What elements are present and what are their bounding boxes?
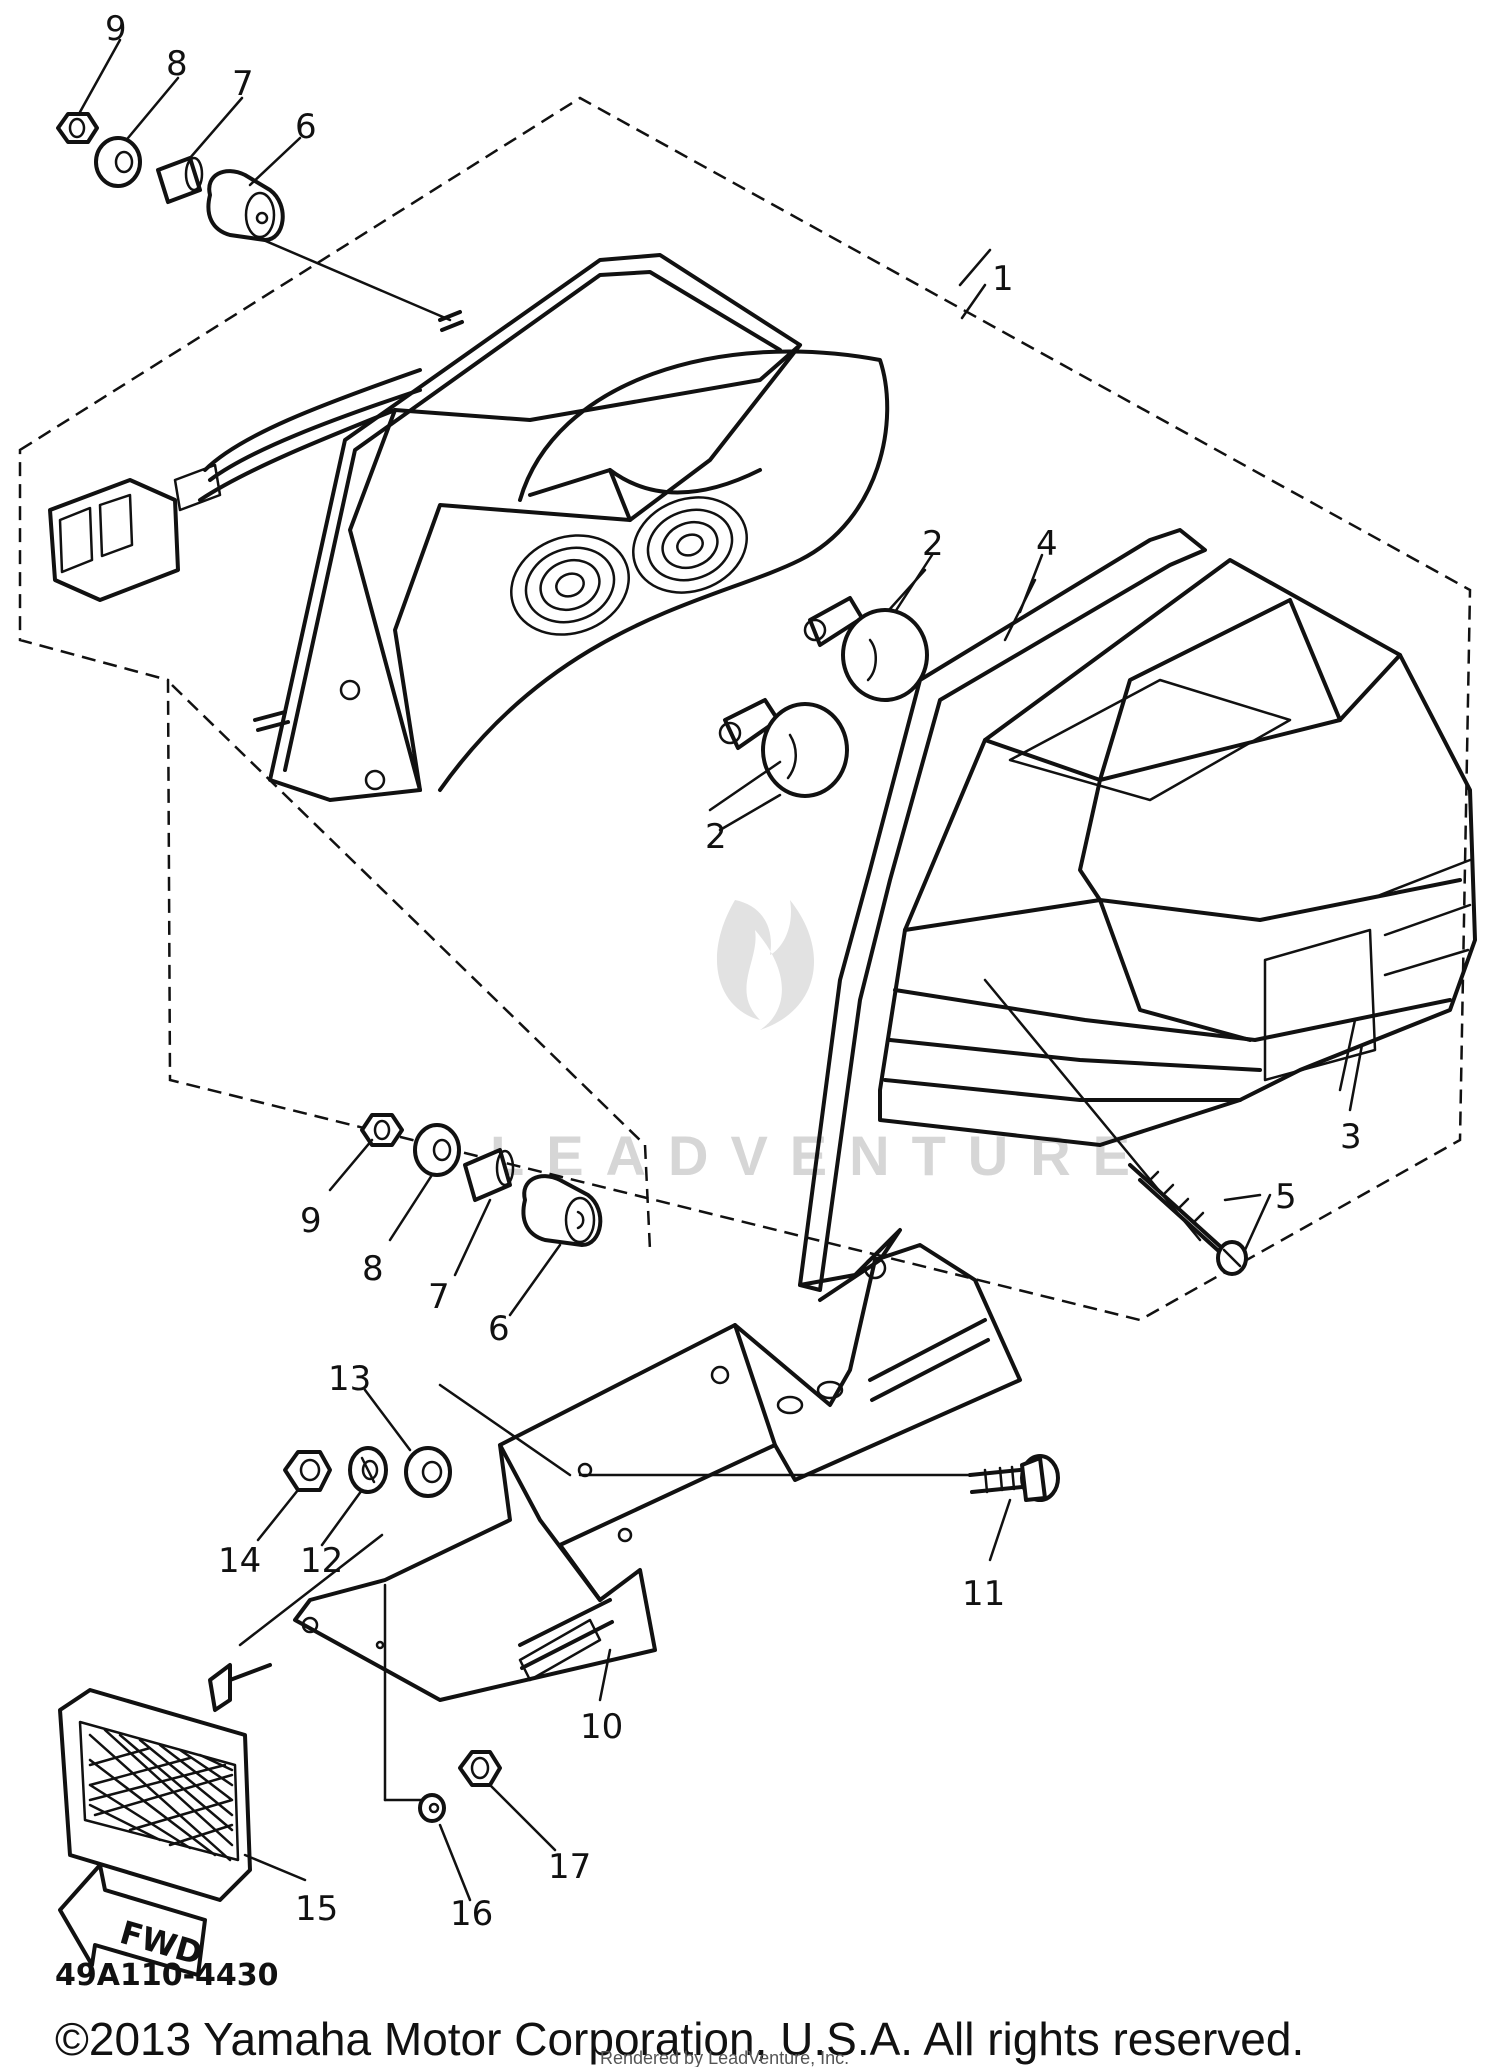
callout-7-top: 7 [232,64,254,104]
callout-9-mid: 9 [300,1201,322,1241]
part-15-reflector [58,1663,272,1902]
callout-5: 5 [1275,1177,1297,1217]
callout-13: 13 [328,1359,371,1399]
callout-11: 11 [962,1574,1005,1614]
callout-15: 15 [295,1889,338,1929]
callout-16: 16 [450,1894,493,1934]
callout-6-mid: 6 [488,1309,510,1349]
callout-14: 14 [218,1541,261,1581]
part-2-bulb-lower [718,698,849,798]
part-5-screw [1128,1163,1248,1276]
callout-8-mid: 8 [362,1249,384,1289]
part-6-grommet-top [206,169,285,242]
part-17-nut [458,1750,502,1787]
part-12-lock-washer [348,1446,388,1494]
callout-4: 4 [1036,524,1058,564]
callout-10: 10 [580,1707,623,1747]
rendered-by-note: Rendered by LeadVenture, Inc. [600,2048,849,2067]
callout-9-top: 9 [105,9,127,49]
callout-12: 12 [300,1541,343,1581]
copyright-notice: ©2013 Yamaha Motor Corporation, U.S.A. A… [55,2013,1304,2065]
part-8-washer-mid [413,1123,461,1177]
part-9-nut-mid [360,1113,404,1147]
callout-3: 3 [1340,1117,1362,1157]
callout-leaders [78,38,1364,1902]
drawing-number: 49A110-4430 [55,1958,279,1993]
callout-2-upper: 2 [922,524,944,564]
callouts: 9 8 7 6 1 2 4 2 3 5 9 8 7 6 13 14 12 10 … [105,9,1362,1934]
assembly-outline [18,96,1472,1322]
part-7-collar-mid [463,1148,515,1202]
part-8-washer-top [94,136,142,188]
callout-2-lower: 2 [705,817,727,857]
callout-7-mid: 7 [428,1277,450,1317]
part-4-gasket [798,528,1207,1302]
callout-6-top: 6 [295,107,317,147]
part-9-nut-top [56,112,99,144]
part-1-housing [48,253,890,802]
part-14-nut [283,1450,332,1492]
callout-17: 17 [548,1847,591,1887]
part-10-bracket [293,1243,1022,1702]
part-3-lens [878,558,1477,1147]
leader-lines [238,228,1357,1802]
part-13-washer [404,1446,452,1498]
part-6-grommet-mid [521,1174,603,1247]
part-7-collar-top [156,156,204,204]
part-16-washer [418,1793,446,1823]
part-11-bolt [968,1454,1060,1502]
callout-1: 1 [992,259,1014,299]
part-2-bulb-upper [803,596,929,702]
watermark: LEADVENTURE [490,900,1130,1187]
callout-8-top: 8 [166,44,188,84]
